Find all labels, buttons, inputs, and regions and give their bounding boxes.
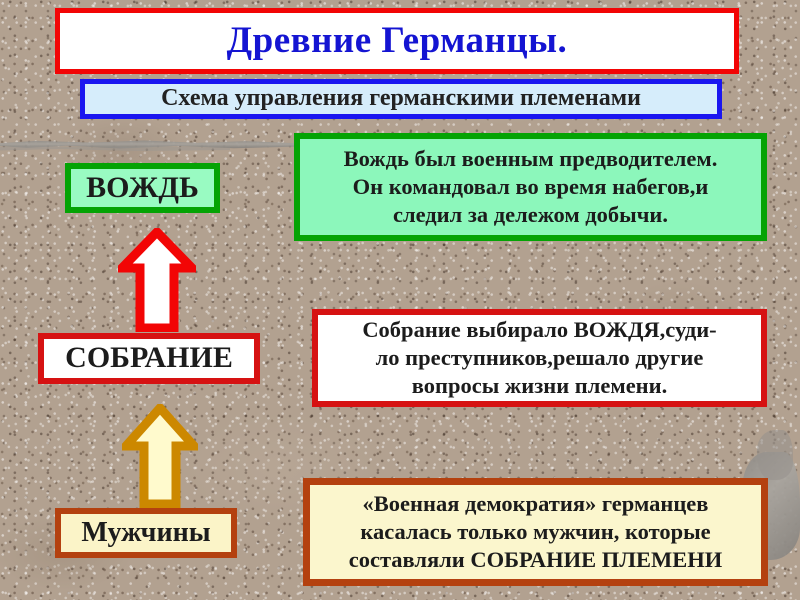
background-crack bbox=[0, 140, 300, 149]
description-chief-line-1: Вождь был военным предводителем. bbox=[343, 146, 718, 172]
node-chief-label: ВОЖДЬ bbox=[86, 170, 199, 204]
description-men-line-2: касалась только мужчин, которые bbox=[360, 519, 711, 545]
node-assembly: СОБРАНИЕ bbox=[38, 333, 260, 384]
description-chief-line-2: Он командовал во время набегов,и bbox=[352, 174, 709, 200]
up-arrow-icon-men-to-assembly bbox=[122, 404, 198, 508]
background-crack-secondary bbox=[0, 146, 230, 151]
node-men: Мужчины bbox=[55, 508, 237, 558]
description-assembly-line-2: ло преступников,решало другие bbox=[375, 345, 704, 371]
up-arrow-icon-assembly-to-chief bbox=[118, 228, 196, 332]
description-assembly-line-3: вопросы жизни племени. bbox=[411, 372, 668, 398]
description-assembly-line-1: Собрание выбирало ВОЖДЯ,суди- bbox=[362, 317, 717, 343]
description-men-line-1: «Военная демократия» германцев bbox=[362, 491, 709, 517]
node-chief: ВОЖДЬ bbox=[65, 163, 220, 213]
description-chief-line-3: следил за дележом добычи. bbox=[392, 201, 669, 227]
background-stone-patch-small bbox=[757, 430, 793, 480]
node-assembly-label: СОБРАНИЕ bbox=[65, 341, 233, 375]
description-chief: Вождь был военным предводителем. Он кома… bbox=[294, 133, 767, 241]
description-men: «Военная демократия» германцев касалась … bbox=[303, 478, 768, 586]
slide-title-text: Древние Германцы. bbox=[226, 19, 568, 61]
node-men-label: Мужчины bbox=[81, 517, 211, 549]
slide-subtitle: Схема управления германскими племенами bbox=[80, 79, 722, 119]
description-assembly: Собрание выбирало ВОЖДЯ,суди- ло преступ… bbox=[312, 309, 767, 407]
description-men-line-3: составляли СОБРАНИЕ ПЛЕМЕНИ bbox=[348, 546, 723, 572]
slide-title: Древние Германцы. bbox=[55, 8, 739, 74]
slide-subtitle-text: Схема управления германскими племенами bbox=[161, 85, 641, 112]
